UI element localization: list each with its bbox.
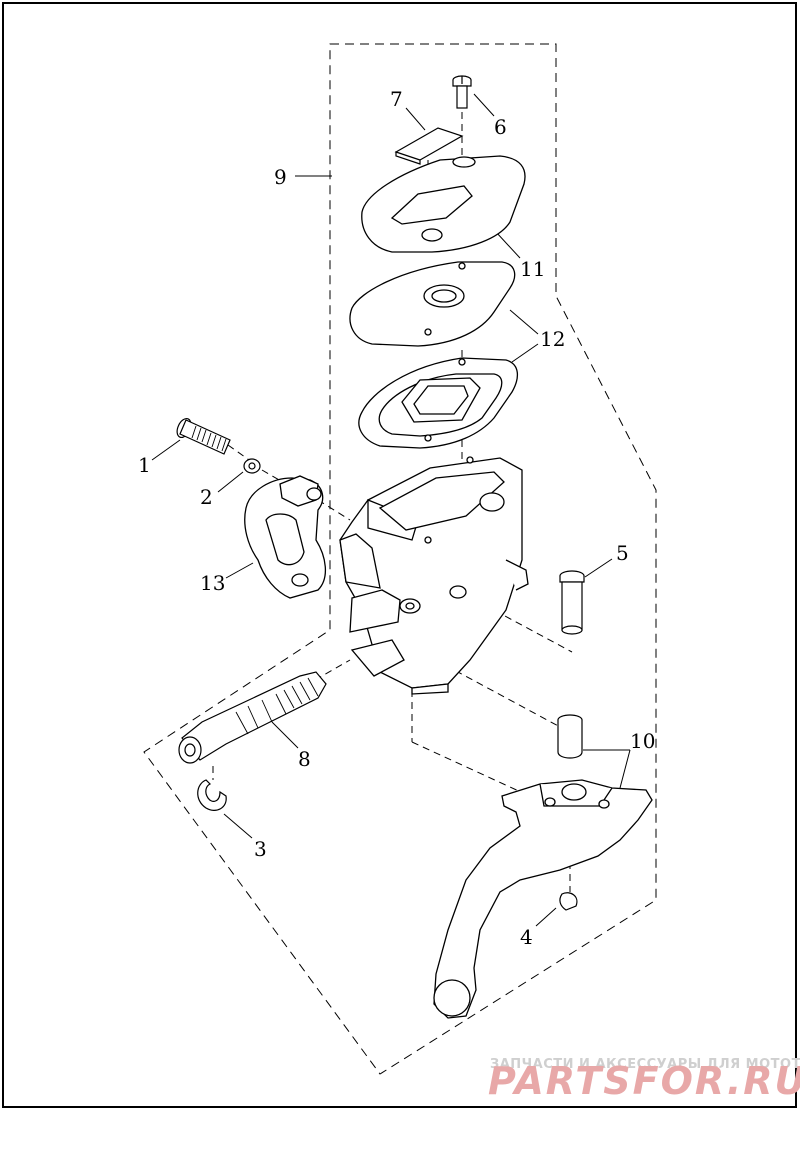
callout-5: 5	[616, 541, 629, 565]
part-12-diaphragm-plate	[349, 261, 516, 347]
part-12-bellows-gasket	[358, 357, 518, 449]
callout-2: 2	[200, 485, 213, 509]
callout-7: 7	[390, 87, 403, 111]
watermark-tagline: ЗАПЧАСТИ И АКСЕССУАРЫ ДЛЯ МОТОТЕХНИКИ	[490, 1057, 800, 1072]
master-cylinder-body	[339, 456, 529, 695]
callout-10: 10	[630, 729, 655, 753]
part-8-piston-assembly	[178, 671, 327, 764]
callout-labels: 1 2 3 4 5 6 7 8 9 10 11 12 13	[138, 87, 655, 949]
callout-3: 3	[254, 837, 267, 861]
watermark: ЗАПЧАСТИ И АКСЕССУАРЫ ДЛЯ МОТОТЕХНИКИ PA…	[488, 1057, 800, 1103]
callout-11: 11	[520, 257, 545, 281]
callout-6: 6	[494, 115, 507, 139]
assembly-boundary-outline	[143, 43, 657, 1075]
part-4-clip	[559, 892, 578, 911]
part-1-bolt	[176, 417, 231, 455]
part-7-cover-pad	[394, 127, 464, 165]
part-5-pivot-pin	[559, 570, 585, 635]
part-13-clamp	[244, 475, 326, 599]
part-10-clutch-lever	[433, 779, 653, 1019]
part-6-screw	[452, 75, 472, 109]
callout-9: 9	[274, 165, 287, 189]
part-11-reservoir-cover	[361, 155, 526, 253]
part-2-washer	[243, 458, 261, 474]
callout-8: 8	[298, 747, 311, 771]
part-3-retaining-ring	[197, 779, 227, 811]
watermark-brand: PARTSFOR.RU	[488, 1059, 800, 1103]
callout-12: 12	[540, 327, 565, 351]
part-10-bushing	[557, 714, 583, 759]
callout-1: 1	[138, 453, 151, 477]
page-border	[2, 2, 797, 1108]
callout-4: 4	[520, 925, 533, 949]
leader-lines	[151, 93, 631, 927]
callout-13: 13	[200, 571, 225, 595]
